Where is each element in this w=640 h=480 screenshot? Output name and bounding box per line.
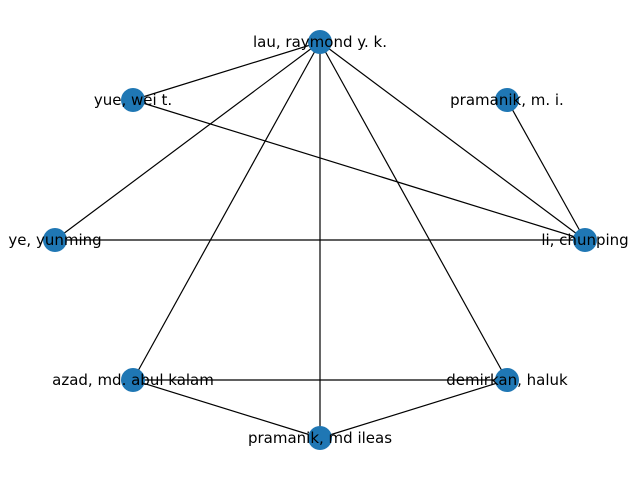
node-label-pramanik_mi: pramanik, m. i. [450, 91, 564, 109]
edge-lau-demirkan [319, 41, 508, 381]
node-yue [121, 88, 145, 112]
node-label-demirkan: demirkan, haluk [446, 371, 568, 389]
edge-lau-azad [132, 41, 321, 381]
node-azad [121, 368, 145, 392]
edge-pramanik_mi-li [506, 99, 586, 241]
node-ye [43, 228, 67, 252]
edge-yue-li [132, 99, 586, 241]
node-label-pramanik_md: pramanik, md ileas [248, 429, 392, 447]
node-demirkan [495, 368, 519, 392]
node-lau [308, 30, 332, 54]
node-label-li: li, chunping [541, 231, 628, 249]
edge-demirkan-pramanik_md [319, 379, 508, 439]
edge-lau-li [319, 41, 586, 241]
node-li [573, 228, 597, 252]
node-label-lau: lau, raymond y. k. [253, 33, 387, 51]
nodes-layer [43, 30, 597, 450]
edge-azad-pramanik_md [132, 379, 321, 439]
edges-layer [54, 41, 586, 439]
labels-layer: lau, raymond y. k. pramanik, m. i. li, chu… [8, 33, 628, 447]
edge-lau-yue [132, 41, 321, 101]
edge-lau-ye [54, 41, 321, 241]
node-label-azad: azad, md. abul kalam [52, 371, 214, 389]
node-pramanik_md [308, 426, 332, 450]
node-label-ye: ye, yunming [8, 231, 101, 249]
node-pramanik_mi [495, 88, 519, 112]
node-label-yue: yue, wei t. [94, 91, 172, 109]
